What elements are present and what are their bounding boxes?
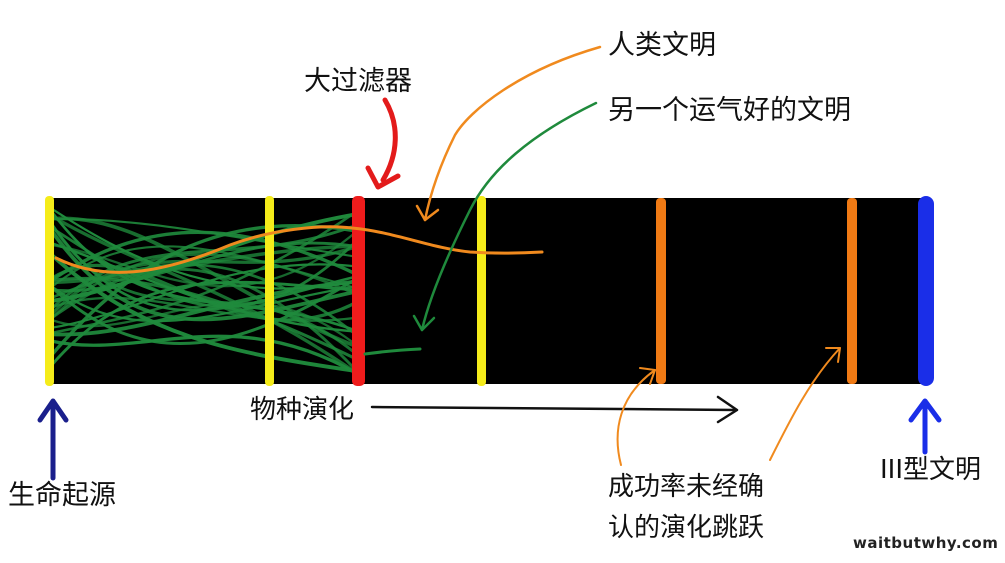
human-civ-path [54,225,544,274]
species-evolution-arrowhead [716,395,739,424]
great-filter-marker [352,196,365,386]
life-strand [50,222,358,313]
life-strand [50,279,358,337]
life-strand [50,275,358,345]
life-strand [50,263,358,330]
type3-civ-label: III型文明 [880,455,982,485]
origin-of-life-label: 生命起源 [8,480,116,511]
life-strand [50,263,358,322]
human-civ-pointer [423,45,602,222]
great-filter-label: 大过滤器 [304,66,412,97]
great-filter-arrow [380,97,398,183]
lucky-civ-tail [363,347,422,356]
timeline-bar [50,198,928,384]
species-evolution-label: 物种演化 [250,395,355,425]
unconfirmed-jump-label-1: 成功率未经确 [608,472,765,502]
lucky-civ-label: 另一个运气好的文明 [608,95,851,126]
human-civ-label: 人类文明 [608,30,716,61]
origin-arrowhead [37,398,69,423]
human-civ-pointer-head [415,204,440,222]
life-strands [50,206,358,377]
life-strand [50,213,358,377]
yellow-marker-2 [265,196,274,386]
site-credit: waitbutwhy.com [853,534,999,552]
great-filter-arrowhead [365,165,401,190]
yellow-marker-3 [477,196,486,386]
unconfirmed-arrow-1 [616,369,656,466]
life-strand [50,334,358,377]
life-strand [50,218,358,259]
lucky-civ-pointer-head [412,314,436,332]
unconfirmed-arrowhead-2 [825,347,841,363]
unconfirmed-arrow-2 [769,347,841,461]
unconfirmed-arrowhead-1 [639,367,656,385]
orange-marker-2 [847,198,857,384]
lucky-civ-pointer [420,101,598,332]
yellow-marker-1 [45,196,54,386]
life-strand [50,230,358,284]
life-strand [50,253,358,322]
type3-marker [918,196,934,386]
unconfirmed-jump-label-2: 认的演化跳跃 [608,513,765,543]
life-strand [50,225,358,322]
orange-marker-1 [656,198,666,384]
type3-arrowhead [908,398,942,423]
species-evolution-arrow [370,405,738,412]
